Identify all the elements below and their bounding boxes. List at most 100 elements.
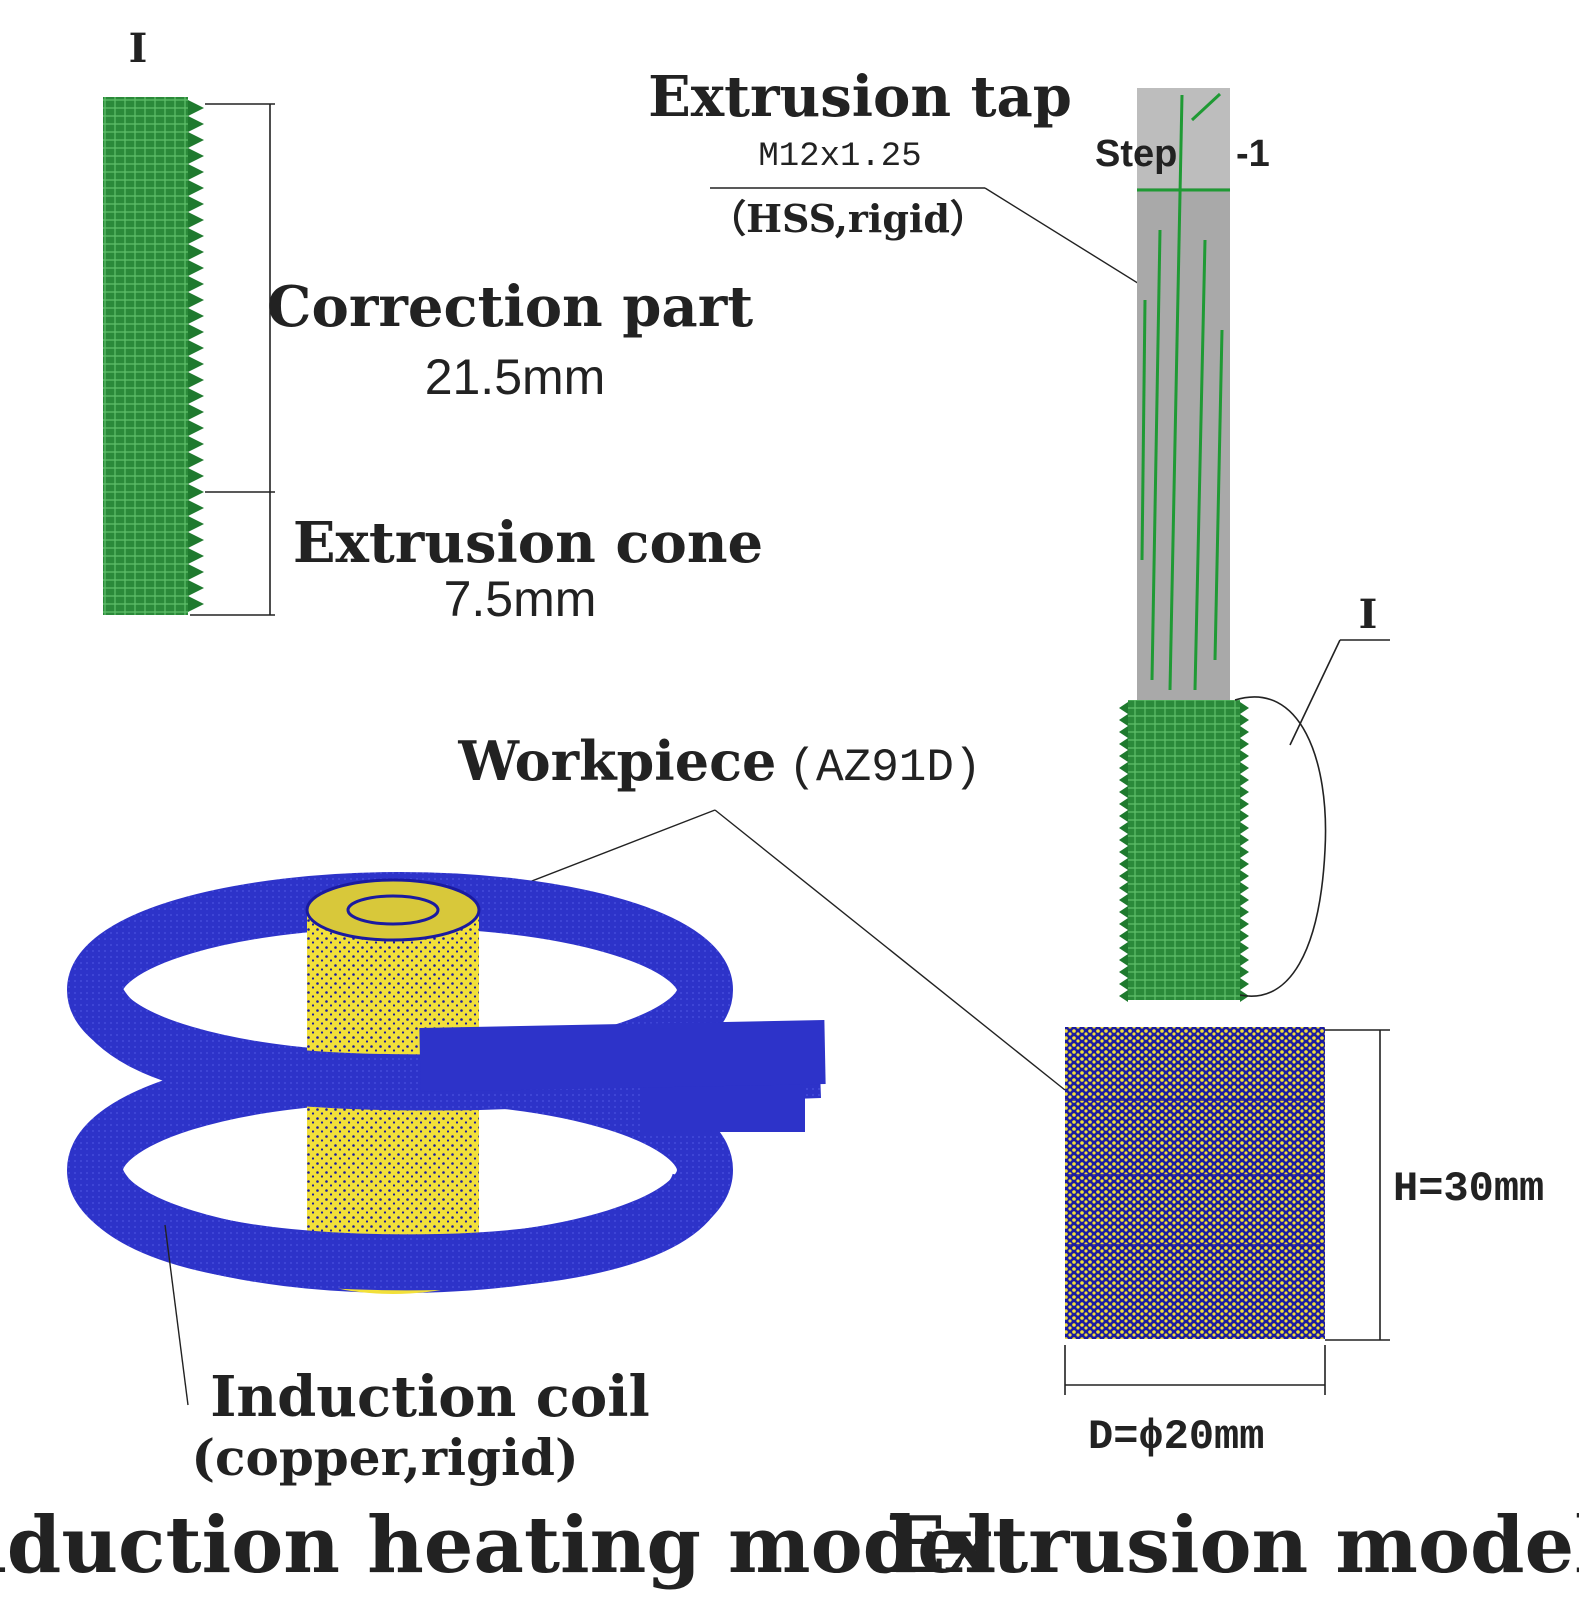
thread-tooth bbox=[1240, 870, 1249, 882]
coil-lead-out-upper bbox=[419, 1020, 826, 1092]
thread-tooth bbox=[1119, 870, 1128, 882]
thread-tooth bbox=[1240, 798, 1249, 810]
thread-teeth-tap bbox=[1119, 702, 1249, 1002]
thread-tooth bbox=[188, 308, 204, 324]
thread-tooth bbox=[1119, 762, 1128, 774]
thread-tooth bbox=[1119, 966, 1128, 978]
thread-tooth bbox=[188, 292, 204, 308]
thread-tooth bbox=[1240, 750, 1249, 762]
thread-tooth bbox=[1240, 858, 1249, 870]
coil-lower-front bbox=[68, 1163, 728, 1291]
thread-tooth bbox=[1119, 714, 1128, 726]
roman-numeral-callout: I bbox=[1359, 591, 1378, 638]
thread-tooth bbox=[1240, 882, 1249, 894]
tap-detail-view: I Correction part 21.5mm Extrusion cone … bbox=[103, 25, 763, 627]
thread-tooth bbox=[1240, 762, 1249, 774]
thread-tooth bbox=[188, 500, 204, 516]
workpiece-label: Workpiece (AZ91D) bbox=[457, 729, 981, 794]
coil-material: (copper,rigid) bbox=[191, 1428, 578, 1487]
thread-tooth bbox=[188, 420, 204, 436]
thread-tooth bbox=[188, 436, 204, 452]
thread-tooth bbox=[1240, 954, 1249, 966]
thread-teeth bbox=[188, 100, 204, 612]
thread-tooth bbox=[1119, 906, 1128, 918]
thread-tooth bbox=[188, 356, 204, 372]
dimension-lines-detail bbox=[190, 103, 275, 616]
extrusion-tap-material: （HSS,rigid） bbox=[708, 196, 988, 241]
correction-part-length: 21.5mm bbox=[425, 349, 606, 405]
thread-tooth bbox=[1119, 894, 1128, 906]
extrusion-tap-view: Extrusion tap M12x1.25 （HSS,rigid） Step … bbox=[648, 64, 1390, 1002]
step-label: Step bbox=[1095, 133, 1177, 175]
thread-tooth bbox=[188, 196, 204, 212]
roman-numeral-detail: I bbox=[129, 25, 148, 72]
thread-tooth bbox=[188, 212, 204, 228]
induction-heating-model: Induction coil (copper,rigid) bbox=[67, 872, 826, 1487]
thread-tooth bbox=[188, 372, 204, 388]
thread-tooth bbox=[1240, 918, 1249, 930]
thread-tooth bbox=[1119, 918, 1128, 930]
thread-tooth bbox=[188, 276, 204, 292]
thread-tooth bbox=[1119, 954, 1128, 966]
thread-tooth bbox=[1240, 978, 1249, 990]
workpiece-leader-right bbox=[714, 809, 1066, 1091]
thread-tooth bbox=[1119, 810, 1128, 822]
thread-tooth bbox=[188, 564, 204, 580]
thread-tooth bbox=[188, 164, 204, 180]
tap-detail-body bbox=[103, 97, 188, 615]
thread-tooth bbox=[188, 180, 204, 196]
extrusion-cone-label: Extrusion cone bbox=[293, 510, 763, 576]
thread-tooth bbox=[1240, 930, 1249, 942]
workpiece-mesh-bands bbox=[1065, 1099, 1325, 1246]
thread-tooth bbox=[188, 532, 204, 548]
extrusion-cone-length: 7.5mm bbox=[444, 571, 597, 627]
thread-tooth bbox=[188, 596, 204, 612]
thread-tooth bbox=[188, 468, 204, 484]
thread-tooth bbox=[1240, 786, 1249, 798]
caption-induction-heating: Induction heating model bbox=[0, 1500, 996, 1591]
thread-tooth bbox=[1119, 798, 1128, 810]
thread-tooth bbox=[1240, 774, 1249, 786]
thread-tooth bbox=[188, 340, 204, 356]
extrusion-tap-title: Extrusion tap bbox=[648, 64, 1072, 130]
thread-tooth bbox=[1119, 774, 1128, 786]
coil-label: Induction coil bbox=[210, 1364, 650, 1430]
thread-tooth bbox=[188, 116, 204, 132]
thread-tooth bbox=[1240, 714, 1249, 726]
extrusion-workpiece-block bbox=[1065, 1027, 1325, 1339]
thread-tooth bbox=[188, 404, 204, 420]
thread-tooth bbox=[1119, 738, 1128, 750]
thread-tooth bbox=[188, 244, 204, 260]
thread-tooth bbox=[1240, 834, 1249, 846]
height-dimension: H=30mm bbox=[1393, 1165, 1544, 1213]
shank-mesh-lines bbox=[1137, 92, 1230, 691]
thread-tooth bbox=[1240, 810, 1249, 822]
thread-tooth bbox=[1119, 786, 1128, 798]
thread-tooth bbox=[1119, 834, 1128, 846]
detail-callout-loop bbox=[1234, 696, 1327, 997]
thread-tooth bbox=[188, 388, 204, 404]
thread-tooth bbox=[1240, 942, 1249, 954]
thread-tooth bbox=[188, 452, 204, 468]
thread-tooth bbox=[1119, 702, 1128, 714]
tap-leader-line bbox=[984, 187, 1166, 301]
tap-threaded-section bbox=[1128, 700, 1240, 1000]
caption-extrusion: Extrusion model bbox=[886, 1500, 1579, 1591]
thread-tooth bbox=[1119, 882, 1128, 894]
step-value: -1 bbox=[1236, 133, 1270, 175]
dimension-lines-workpiece bbox=[1064, 1029, 1390, 1395]
thread-tooth bbox=[188, 548, 204, 564]
thread-tooth bbox=[1240, 822, 1249, 834]
thread-tooth bbox=[188, 132, 204, 148]
detail-callout-leader bbox=[1289, 639, 1341, 746]
thread-tooth bbox=[1240, 738, 1249, 750]
workpiece-top bbox=[305, 878, 481, 942]
thread-tooth bbox=[1240, 906, 1249, 918]
thread-tooth bbox=[188, 516, 204, 532]
thread-tooth bbox=[188, 580, 204, 596]
thread-tooth bbox=[1240, 894, 1249, 906]
extrusion-tap-spec: M12x1.25 bbox=[758, 138, 921, 176]
thread-tooth bbox=[188, 228, 204, 244]
thread-tooth bbox=[1119, 858, 1128, 870]
